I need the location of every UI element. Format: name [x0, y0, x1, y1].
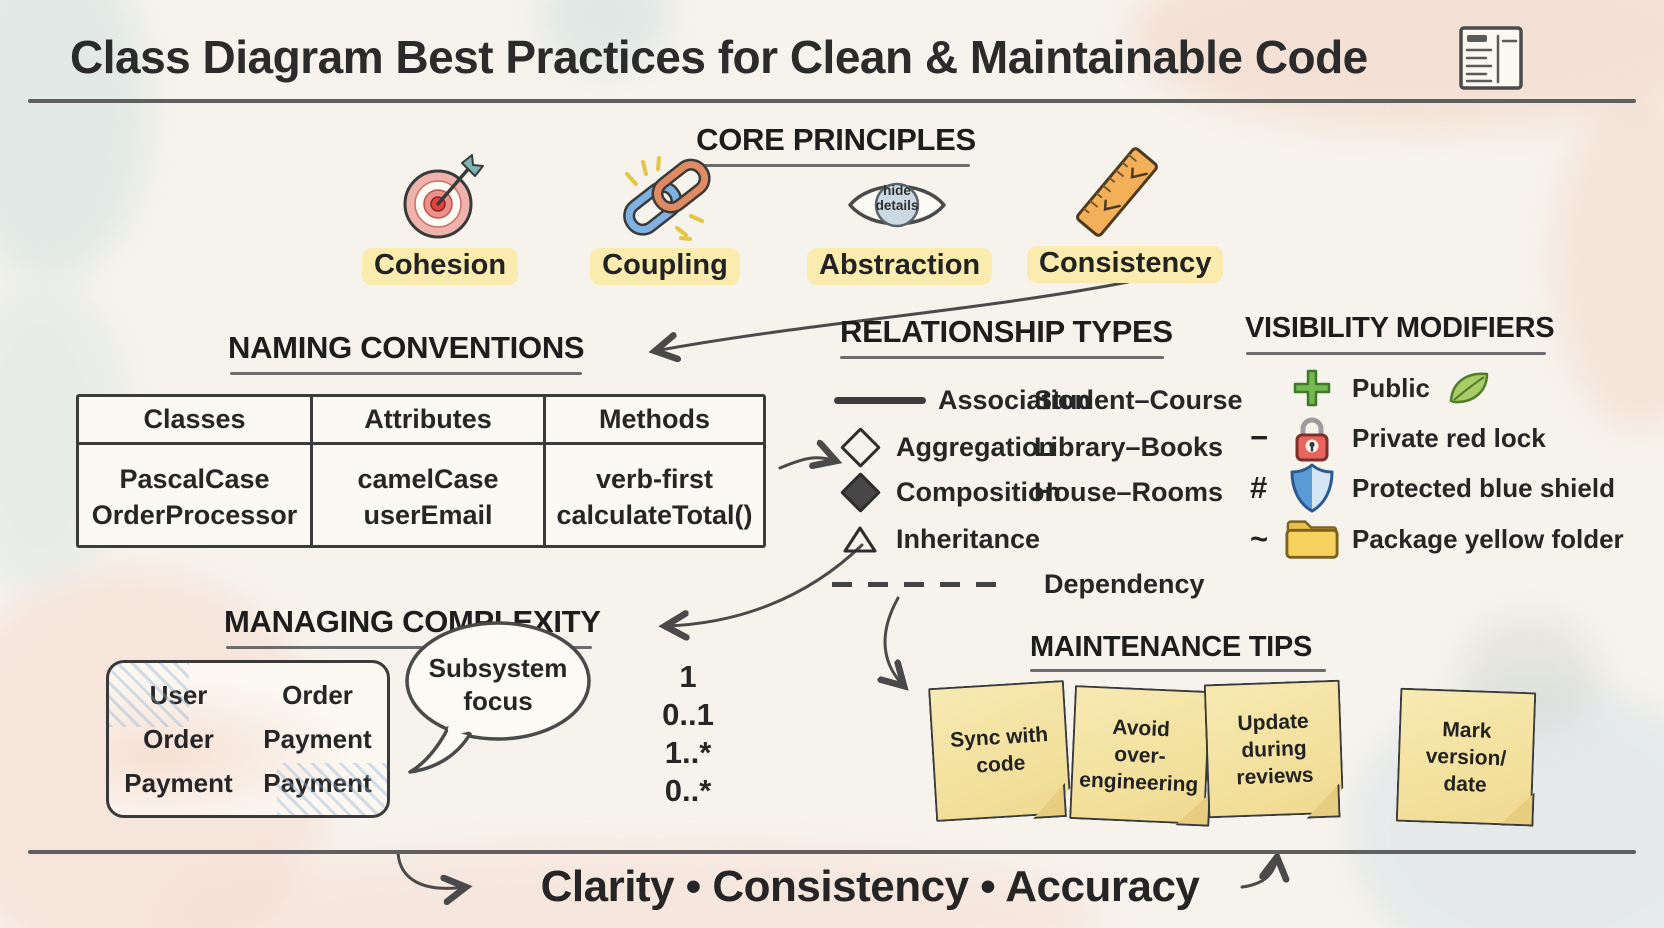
- visibility-row-public: Public: [1250, 363, 1492, 413]
- relationship-example: House–Rooms: [1034, 476, 1224, 507]
- multiplicity-value: 1..*: [664, 735, 712, 770]
- speech-bubble: [405, 621, 591, 774]
- footer-rule: [28, 850, 1636, 854]
- table-header-classes: Classes: [79, 397, 313, 445]
- principle-consistency: Consistency: [1027, 147, 1224, 283]
- heading-underline: [230, 372, 582, 375]
- table-value: OrderProcessor: [91, 500, 298, 530]
- plus-icon: [1293, 369, 1331, 407]
- hatch-decoration: [277, 763, 387, 815]
- visibility-symbol: #: [1250, 470, 1268, 505]
- relationship-row-composition: Composition House–Rooms: [830, 470, 1270, 514]
- heading-underline: [226, 646, 592, 649]
- table-value: userEmail: [363, 500, 493, 530]
- relationship-name: Inheritance: [896, 523, 1041, 554]
- eye-icon: [848, 182, 946, 228]
- sticky-note: Update during reviews: [1204, 680, 1345, 819]
- visibility-label: Package yellow folder: [1352, 523, 1624, 554]
- class-name: Order: [143, 724, 214, 754]
- subsystem-class-box: User Order Payment Order Payment Payment: [106, 660, 390, 818]
- hollow-diamond-symbol: [839, 426, 881, 468]
- title-rule: [28, 99, 1636, 103]
- principle-label: Coupling: [590, 248, 740, 285]
- table-value: PascalCase: [119, 464, 270, 494]
- heading-underline: [840, 356, 1164, 359]
- visibility-label: Private red lock: [1352, 422, 1546, 453]
- naming-conventions-heading: NAMING CONVENTIONS: [228, 330, 585, 365]
- document-icon: [1459, 26, 1523, 90]
- lock-icon: [1295, 417, 1329, 462]
- visibility-row-private: − Private red lock: [1250, 413, 1546, 463]
- table-value: verb-first: [595, 464, 714, 494]
- table-cell-attributes: camelCase userEmail: [313, 445, 546, 545]
- relationship-example: Student–Course: [1034, 384, 1243, 415]
- table-value: calculateTotal(): [556, 500, 753, 530]
- multiplicity-list: 1 0..1 1..* 0..*: [646, 658, 730, 810]
- class-name: User: [109, 673, 248, 717]
- table-cell-classes: PascalCase OrderProcessor: [79, 445, 313, 545]
- relationship-row-aggregation: Aggregation Library–Books: [830, 424, 1270, 470]
- leaf-icon: [1449, 372, 1489, 404]
- core-principles-heading: CORE PRINCIPLES: [696, 122, 976, 157]
- sticky-note: Avoid over- engineering: [1069, 685, 1211, 825]
- visibility-symbol: −: [1250, 420, 1269, 455]
- heading-underline: [700, 164, 970, 167]
- footer-motto: Clarity • Consistency • Accuracy: [540, 862, 1200, 911]
- class-name: Payment: [124, 768, 233, 798]
- class-name: Order: [282, 680, 353, 710]
- relationship-example: Library–Books: [1034, 431, 1224, 462]
- speech-bubble-text: Subsystem focus: [428, 653, 568, 716]
- class-name: Payment: [248, 761, 387, 805]
- visibility-row-protected: # Protected blue shield: [1250, 463, 1615, 513]
- relationship-row-inheritance: Inheritance: [830, 516, 1270, 562]
- visibility-modifiers-heading: VISIBILITY MODIFIERS: [1245, 312, 1555, 344]
- naming-conventions-table: Classes Attributes Methods PascalCase Or…: [76, 394, 766, 548]
- target-icon: [403, 154, 484, 239]
- folder-icon: [1285, 520, 1339, 559]
- shield-icon: [1290, 463, 1334, 513]
- relationship-types-heading: RELATIONSHIP TYPES: [840, 314, 1173, 349]
- dashed-line-symbol: [832, 581, 1012, 587]
- table-cell-methods: verb-first calculateTotal(): [546, 445, 763, 545]
- relationship-row-dependency: Dependency: [830, 562, 1270, 606]
- ruler-icon: [1076, 147, 1158, 237]
- page-title: Class Diagram Best Practices for Clean &…: [70, 31, 1368, 83]
- eye-icon-caption: hide details: [875, 183, 919, 213]
- maintenance-tips-heading: MAINTENANCE TIPS: [1030, 631, 1312, 663]
- principle-abstraction: hide details Abstraction: [807, 150, 993, 285]
- table-header-attributes: Attributes: [313, 397, 546, 445]
- principle-cohesion: Cohesion: [350, 150, 530, 285]
- multiplicity-value: 1: [679, 659, 697, 694]
- visibility-row-package: ~ Package yellow folder: [1250, 514, 1624, 564]
- principle-label: Abstraction: [807, 248, 993, 285]
- hatch-decoration: [109, 663, 189, 727]
- filled-diamond-symbol: [839, 471, 881, 513]
- principle-label: Cohesion: [361, 248, 519, 285]
- relationship-name: Composition: [896, 476, 1061, 507]
- heading-underline: [1246, 352, 1546, 355]
- relationship-name: Aggregation: [896, 431, 1055, 462]
- visibility-symbol: ~: [1250, 521, 1269, 556]
- visibility-label: Public: [1352, 372, 1431, 403]
- table-header-methods: Methods: [546, 397, 763, 445]
- multiplicity-value: 0..*: [664, 773, 712, 808]
- class-name: Payment: [263, 724, 372, 754]
- solid-line-symbol: [834, 396, 926, 404]
- chain-links-icon: [623, 156, 711, 241]
- visibility-label: Protected blue shield: [1352, 472, 1615, 503]
- hollow-triangle-symbol: [843, 526, 877, 553]
- sticky-note: Mark version/ date: [1396, 688, 1537, 827]
- relationship-name: Association: [938, 384, 1092, 415]
- relationship-name: Dependency: [1044, 568, 1205, 599]
- principle-label: Consistency: [1027, 246, 1224, 283]
- principle-coupling: Coupling: [575, 150, 755, 285]
- table-value: camelCase: [357, 464, 499, 494]
- heading-underline: [1030, 669, 1326, 672]
- relationship-row-association: Association Student–Course: [830, 378, 1270, 422]
- multiplicity-value: 0..1: [662, 697, 714, 732]
